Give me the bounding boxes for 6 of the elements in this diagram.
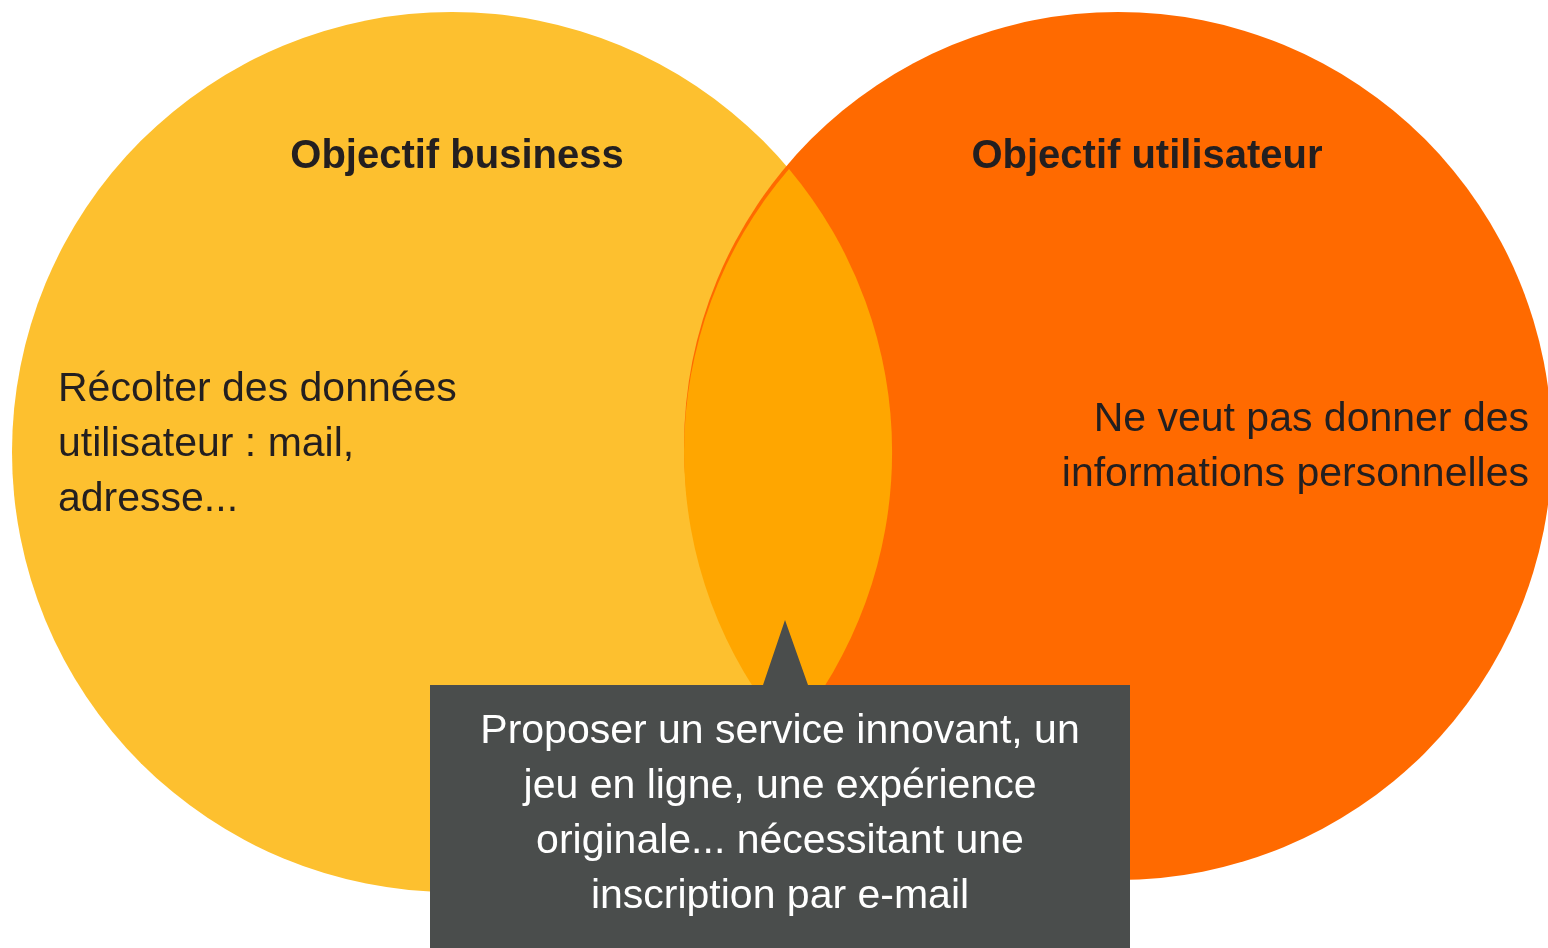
- circle-heading: Objectif utilisateur: [970, 132, 1324, 177]
- callout-text: Proposer un service innovant, un jeu en ligne, une expérience originale... nécessitant une inscription par e-mail: [479, 705, 1081, 919]
- circle-text: Récolter des données utilisateur : mail, adresse...: [58, 363, 458, 522]
- callout-tooltip: [430, 620, 1130, 948]
- circle-text: Ne veut pas donner des informations personnelles: [1060, 393, 1529, 497]
- circle-heading: Objectif business: [289, 132, 625, 177]
